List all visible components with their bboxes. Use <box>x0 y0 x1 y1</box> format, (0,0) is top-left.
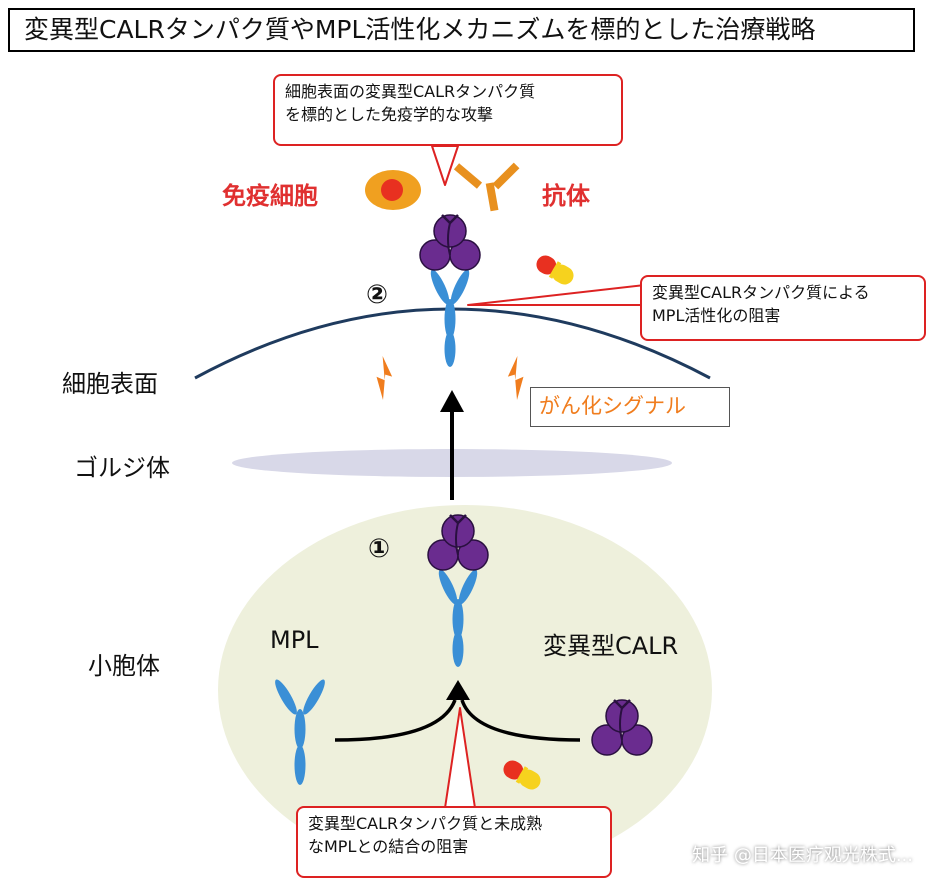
callout-line: 細胞表面の変異型CALRタンパク質 <box>285 82 536 101</box>
callout-mpl-activation: 変異型CALRタンパク質による MPL活性化の阻害 <box>640 275 926 341</box>
antibody-icon <box>453 162 520 212</box>
callout-line: なMPLとの結合の阻害 <box>308 837 469 856</box>
binding-arrowhead <box>446 680 470 700</box>
label-step-1: ① <box>368 534 391 564</box>
er-compartment <box>218 505 712 875</box>
label-mutant-calr: 変異型CALR <box>543 632 679 660</box>
label-immune-cell: 免疫細胞 <box>222 182 318 210</box>
callout-binding-inhibition: 変異型CALRタンパク質と未成熟 なMPLとの結合の阻害 <box>296 806 612 878</box>
calr-protein-surface <box>418 213 482 272</box>
callout-line: を標的とした免疫学的な攻撃 <box>285 105 494 124</box>
drug-capsule-icon <box>503 760 541 790</box>
callout-line: MPL活性化の阻害 <box>652 306 781 325</box>
callout-pointer-mpl <box>467 284 646 306</box>
label-step-2: ② <box>366 280 389 310</box>
signal-bolt-icon <box>361 355 405 400</box>
label-cell-surface: 細胞表面 <box>62 370 158 398</box>
mpl-binding-path <box>334 699 457 742</box>
drug-capsule-icon <box>536 255 574 285</box>
mpl-receptor-free <box>275 679 325 785</box>
page-title: 変異型CALRタンパク質やMPL活性化メカニズムを標的とした治療戦略 <box>8 8 915 52</box>
calr-binding-path <box>460 699 581 742</box>
callout-pointer-immune <box>431 145 459 186</box>
watermark: 知乎 @日本医疗观光株式... <box>692 845 913 866</box>
label-golgi: ゴルジ体 <box>74 454 170 482</box>
label-er: 小胞体 <box>88 652 160 680</box>
callout-immune-attack: 細胞表面の変異型CALRタンパク質 を標的とした免疫学的な攻撃 <box>273 74 623 146</box>
callout-line: 変異型CALRタンパク質による <box>652 283 870 302</box>
immune-cell-nucleus <box>381 179 403 201</box>
mpl-receptor-surface <box>427 267 473 367</box>
callout-line: 変異型CALRタンパク質と未成熟 <box>308 814 543 833</box>
transport-arrowhead <box>440 390 464 412</box>
label-antibody: 抗体 <box>542 182 590 210</box>
label-mpl: MPL <box>270 626 319 654</box>
label-oncogenic-signal: がん化シグナル <box>530 387 730 427</box>
